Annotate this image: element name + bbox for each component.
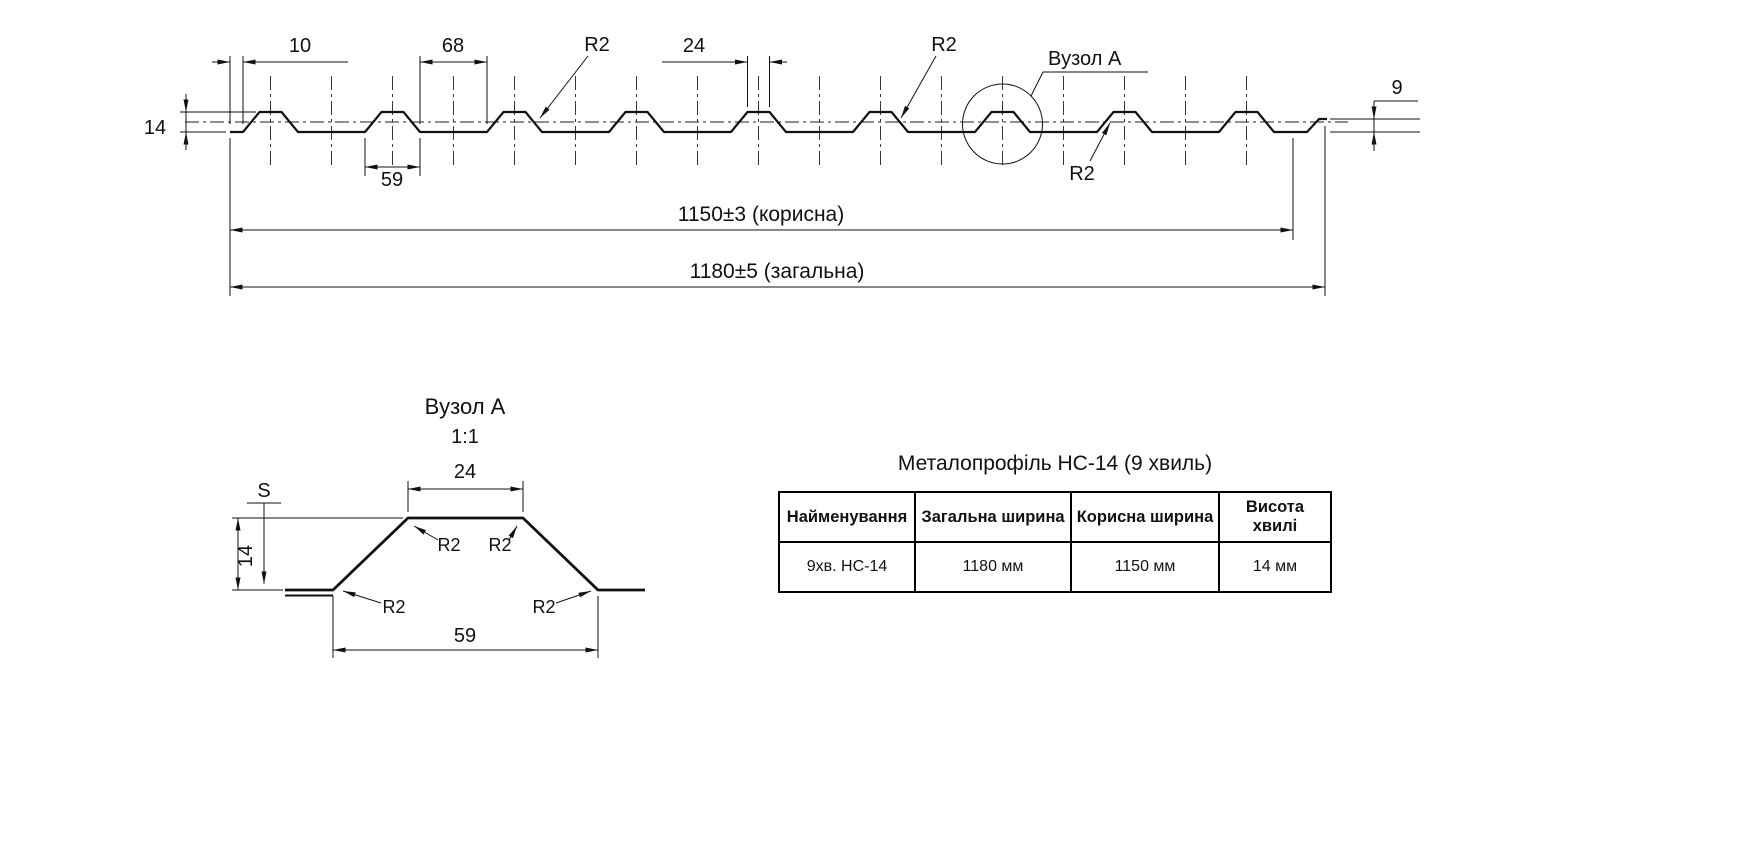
- detail-dim-24-label: 24: [454, 461, 476, 483]
- detail-radius-top-right: R2: [488, 525, 518, 555]
- detail-radius-top-left: R2: [413, 525, 461, 555]
- spec-table: Найменування Загальна ширина Корисна шир…: [778, 491, 1332, 593]
- dim-10: 10: [212, 35, 348, 124]
- spec-table-header-row: Найменування Загальна ширина Корисна шир…: [778, 491, 1332, 543]
- radius-label: R2: [532, 597, 555, 617]
- dim-59-detail: 59: [332, 596, 599, 658]
- radius-label: R2: [437, 535, 460, 555]
- dim-9-right: 9: [1330, 77, 1420, 151]
- detail-dim-14-label: 14: [235, 545, 257, 567]
- dim-24-main: 24: [662, 35, 787, 107]
- radius-label: R2: [382, 597, 405, 617]
- node-a-label: Вузол А: [1048, 48, 1122, 70]
- detail-profile-outline: [285, 516, 645, 592]
- main-profile-view: 10 68 24 R2 R2 R2: [144, 34, 1420, 296]
- dim-9-label: 9: [1391, 77, 1402, 99]
- detail-scale: 1:1: [451, 426, 479, 448]
- radius-label: R2: [931, 34, 957, 56]
- cell-wave-height: 14 мм: [1218, 541, 1332, 593]
- dim-useful-width: 1150±3 (корисна): [230, 138, 1294, 240]
- thickness-callout: S: [247, 480, 281, 584]
- spec-table-title: Металопрофіль НС-14 (9 хвиль): [897, 452, 1213, 475]
- detail-dim-59-label: 59: [454, 625, 476, 647]
- dim-24-detail: 24: [407, 461, 524, 512]
- header-name: Найменування: [778, 491, 916, 543]
- dim-14-label: 14: [144, 117, 166, 139]
- radius-callout-2: R2: [900, 34, 957, 119]
- useful-width-label: 1150±3 (корисна): [678, 203, 844, 226]
- centerlines: [185, 76, 1348, 168]
- radius-callout-3: R2: [1069, 122, 1111, 185]
- detail-radius-bottom-right: R2: [532, 590, 592, 617]
- node-a-callout: Вузол А: [962, 48, 1148, 165]
- radius-label: R2: [1069, 163, 1095, 185]
- overall-width-label: 1180±5 (загальна): [690, 260, 865, 283]
- dim-14-left: 14: [144, 94, 256, 150]
- profile-outline: [230, 110, 1327, 134]
- spec-section: Металопрофіль НС-14 (9 хвиль) Найменуван…: [778, 452, 1332, 593]
- dim-59-label: 59: [381, 169, 403, 191]
- dim-overall-width: 1180±5 (загальна): [229, 126, 1326, 296]
- detail-radius-bottom-left: R2: [342, 590, 406, 617]
- detail-title: Вузол А: [425, 394, 506, 419]
- cell-overall-width: 1180 мм: [914, 541, 1072, 593]
- detail-circle: [962, 83, 1043, 165]
- cell-name: 9хв. НС-14: [778, 541, 916, 593]
- dim-24-label: 24: [683, 35, 705, 57]
- cell-useful-width: 1150 мм: [1070, 541, 1220, 593]
- header-useful-width: Корисна ширина: [1070, 491, 1220, 543]
- header-overall-width: Загальна ширина: [914, 491, 1072, 543]
- dim-68-label: 68: [442, 35, 464, 57]
- dim-59-main: 59: [364, 138, 421, 191]
- thickness-label: S: [257, 480, 270, 502]
- detail-view: Вузол А 1:1 24 S 14 R2 R2: [232, 394, 645, 658]
- header-wave-height: Висота хвилі: [1218, 491, 1332, 543]
- dim-68: 68: [419, 35, 488, 124]
- dim-14-detail: 14: [232, 517, 403, 591]
- radius-callout-1: R2: [539, 34, 610, 119]
- radius-label: R2: [488, 535, 511, 555]
- spec-table-data-row: 9хв. НС-14 1180 мм 1150 мм 14 мм: [778, 541, 1332, 593]
- dim-10-label: 10: [289, 35, 311, 57]
- radius-label: R2: [584, 34, 610, 56]
